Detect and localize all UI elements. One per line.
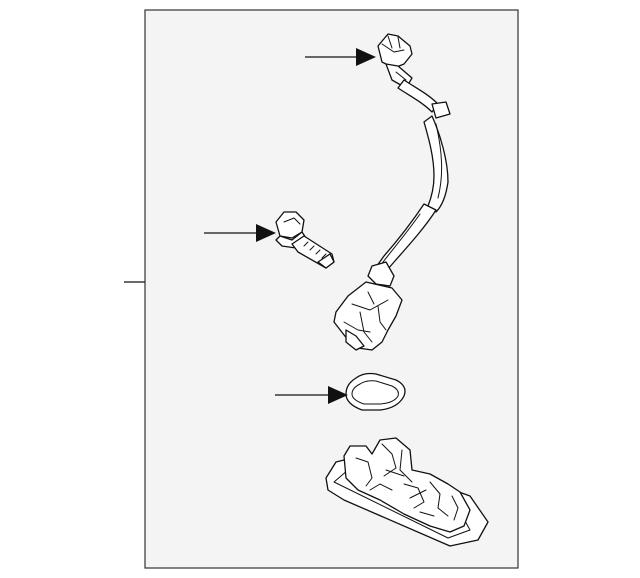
harness-icon[interactable] xyxy=(333,33,451,351)
gasket-callout-arrow xyxy=(275,386,348,404)
harness-callout-arrow xyxy=(305,48,376,66)
lamp-housing-icon xyxy=(325,437,489,547)
gasket-icon[interactable] xyxy=(345,372,406,411)
bolt-callout-arrow xyxy=(204,224,276,242)
bolt-icon[interactable] xyxy=(275,211,335,269)
